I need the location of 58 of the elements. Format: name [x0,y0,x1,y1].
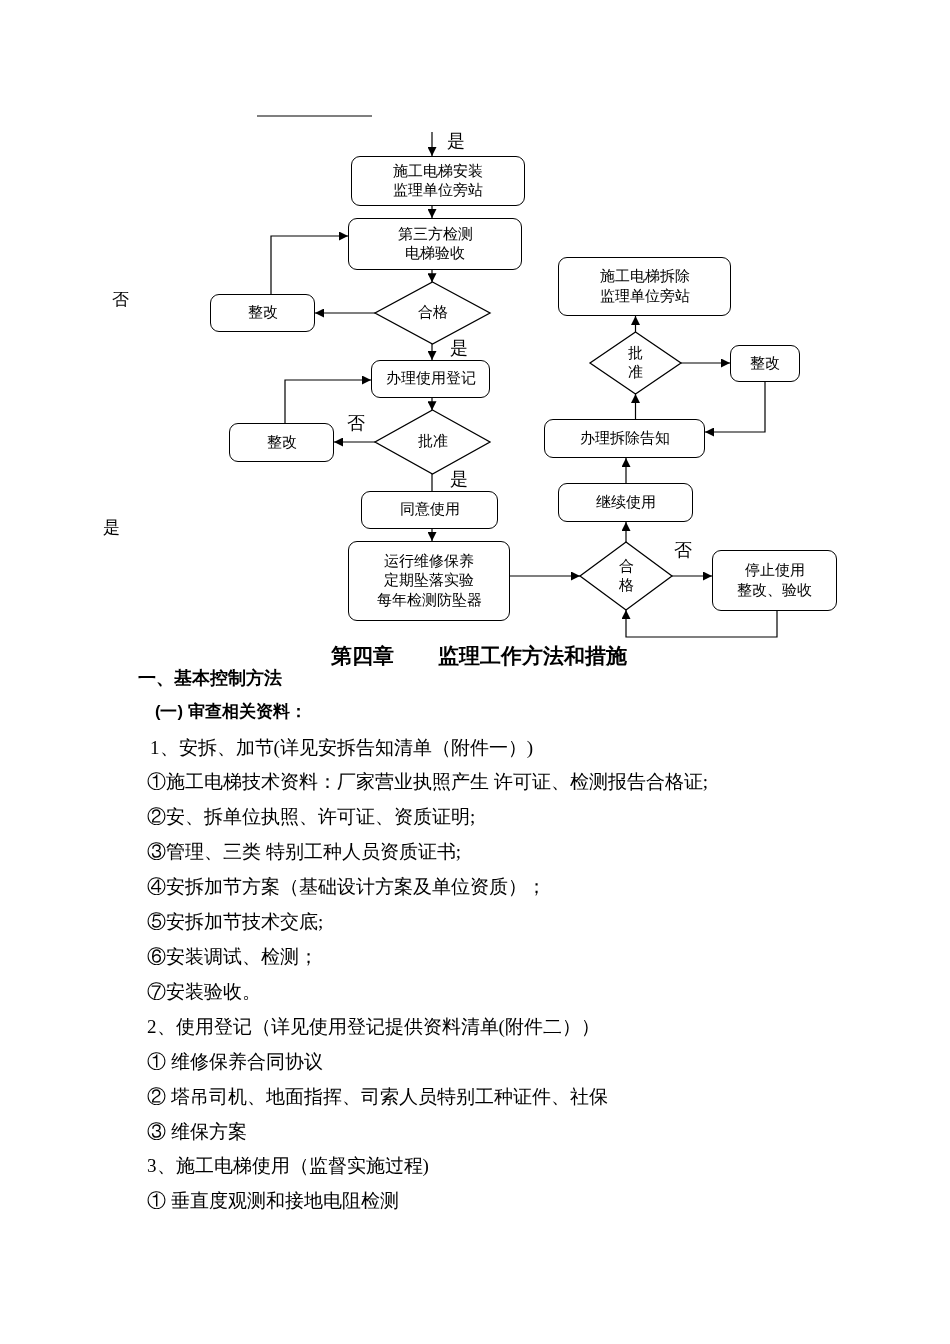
list-item-text: ①施工电梯技术资料：厂家营业执照产生 许可证、检测报告合格证; [147,771,709,794]
side-label: 是 [103,518,120,539]
process-box: 整改 [210,294,315,332]
process-box: 继续使用 [558,483,693,522]
arrow [509,571,581,581]
arrow [270,231,349,295]
list-item-text: ① 垂直度观测和接地电阻检测 [147,1190,399,1213]
arrow [333,437,376,447]
list-item-text: ② 塔吊司机、地面指挥、司索人员特别工种证件、社保 [147,1086,608,1109]
process-box: 办理使用登记 [371,360,490,398]
list-item-text: 2、使用登记（详见使用登记提供资料清单(附件二）） [147,1016,600,1039]
arrow [427,131,437,157]
list-item-text: ③管理、三类 特别工种人员资质证书; [147,841,462,864]
process-box: 停止使用整改、验收 [712,550,837,611]
decision-diamond: 合格 [580,542,672,610]
arrow [631,393,640,420]
arrow [427,269,437,283]
subsection-heading: (一) 审查相关资料： [155,702,307,722]
section-heading: 一、基本控制方法 [138,668,282,689]
arrow [314,308,376,318]
arrow [427,343,437,361]
list-item-text: ⑦安装验收。 [147,981,261,1004]
list-item-text: ③ 维保方案 [147,1121,247,1144]
side-label: 否 [112,290,129,311]
process-box: 办理拆除告知 [544,419,705,458]
edge-label: 是 [450,469,468,491]
list-item-text: ④安拆加节方案（基础设计方案及单位资质）； [147,876,546,899]
process-box: 第三方检测电梯验收 [348,218,522,270]
list-item-text: ⑥安装调试、检测； [147,946,318,969]
arrow [631,315,640,333]
arrow [680,358,731,368]
process-box: 施工电梯安装监理单位旁站 [351,156,525,206]
edge-label: 是 [450,338,468,360]
arrow [427,397,437,411]
process-box: 整改 [730,345,800,382]
arrow [704,381,766,437]
list-item-text: ②安、拆单位执照、许可证、资质证明; [147,806,476,829]
edge-label: 否 [347,413,365,435]
chapter-heading: 第四章 监理工作方法和措施 [331,643,627,669]
process-box: 同意使用 [361,491,498,529]
edge-label: 是 [447,131,465,153]
arrow [427,528,437,542]
connector-line [431,473,433,492]
process-box: 运行维修保养定期坠落实验每年检测防坠器 [348,541,510,621]
process-box: 施工电梯拆除监理单位旁站 [558,257,731,316]
list-item-text: 1、安拆、加节(详见安拆告知清单（附件一）) [150,737,534,760]
arrow [427,205,437,219]
arrow [621,457,631,484]
process-box: 整改 [229,423,334,462]
arrow [621,609,778,638]
list-item-text: 3、施工电梯使用（监督实施过程) [147,1155,429,1178]
list-item-text: ① 维修保养合同协议 [147,1051,323,1074]
arrow [284,375,372,424]
edge-label: 否 [674,540,692,562]
arrow [621,521,631,543]
list-item-text: ⑤安拆加节技术交底; [147,911,324,934]
arrow [671,571,713,581]
decision-diamond: 批准 [590,332,681,394]
